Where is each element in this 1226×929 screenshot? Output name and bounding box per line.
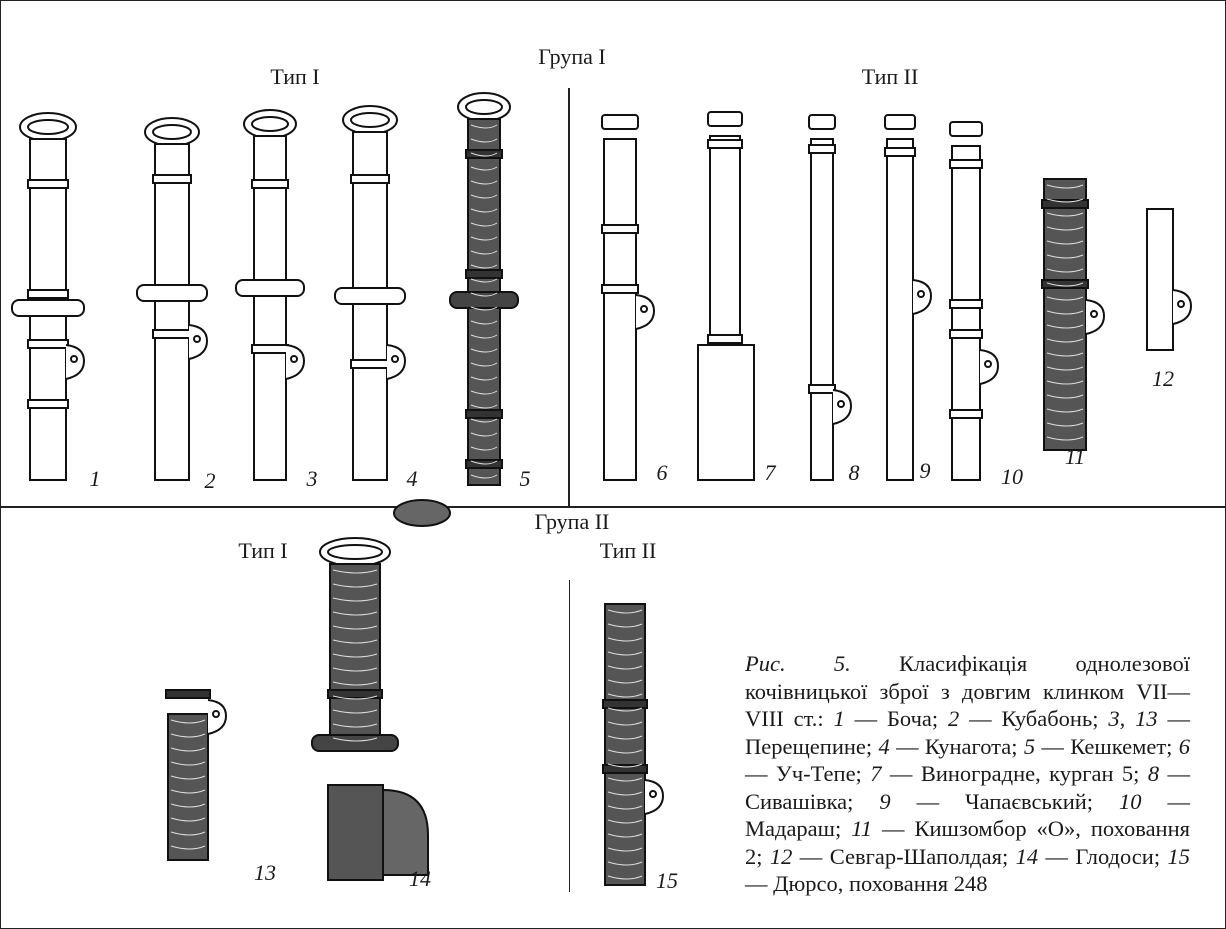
caption-item-place: — Кунагота;: [889, 733, 1024, 759]
caption-item: 9 — Чапаєвський;: [879, 789, 1119, 814]
caption-item: 14 — Глодоси;: [1016, 844, 1168, 869]
figure-number: 13: [254, 860, 276, 885]
sword-1: [11, 112, 86, 481]
caption-item: 5 — Кешкемет;: [1024, 734, 1179, 759]
group2-title: Група II: [534, 509, 610, 534]
figure-number: 9: [919, 458, 931, 483]
scabbard-14: [327, 784, 384, 881]
figure-number: 5: [519, 466, 531, 491]
sword-9: [884, 114, 933, 481]
type-divider-group2: [569, 580, 570, 892]
caption-item-place: — Кишзомбор «О», поховання 2;: [745, 816, 1190, 869]
caption-item: 11 — Кишзомбор «О», поховання 2;: [745, 816, 1190, 869]
scabbard-7: [697, 344, 755, 481]
figure-number: 15: [656, 868, 678, 893]
caption-item: 8 — Сивашівка;: [745, 761, 1190, 814]
sword-15: [602, 603, 665, 886]
caption-item-number: 5: [1023, 733, 1036, 759]
sword-6: [601, 114, 656, 481]
caption-item-place: — Чапаєвський;: [890, 788, 1120, 814]
figure-number: 4: [406, 466, 418, 491]
caption-item-place: — Сивашівка;: [745, 761, 1191, 814]
caption-item-number: 11: [851, 816, 873, 841]
type-divider-group1: [568, 88, 570, 506]
caption-item: 15 — Дюрсо, поховання 248: [745, 844, 1190, 897]
group-divider: [0, 506, 1226, 508]
figure-number: 8: [848, 460, 860, 485]
caption-item-place: — Виноградне, курган 5;: [881, 761, 1148, 786]
caption-item-number: 10: [1119, 788, 1142, 814]
caption-item: 12 — Севгар-Шаполдая;: [770, 844, 1016, 869]
caption-item-number: 3, 13: [1108, 706, 1158, 731]
scabbard-mount-14: [382, 788, 429, 876]
caption-item-place: — Мадараш;: [745, 788, 1190, 842]
sword-8: [808, 114, 853, 481]
group2-type2-label: Тип II: [599, 538, 657, 563]
figure-number: 2: [204, 468, 216, 493]
caption-item-place: — Уч-Тепе;: [745, 761, 871, 786]
caption-item: 4 — Кунагота;: [879, 734, 1024, 759]
group2-type1-label: Тип I: [238, 538, 288, 563]
sword-12: [1146, 208, 1193, 351]
caption-item-number: 15: [1167, 843, 1191, 869]
sword-2: [136, 117, 209, 481]
figure-number: 3: [306, 466, 318, 491]
caption-item-number: 14: [1015, 843, 1039, 869]
caption-item-number: 7: [870, 761, 882, 786]
sword-4: [334, 105, 407, 481]
caption-item: 10 — Мадараш;: [745, 789, 1190, 842]
caption-item-number: 6: [1178, 733, 1190, 759]
figure-number: 10: [1001, 464, 1023, 489]
figure-number: 7: [764, 460, 776, 485]
figure-caption: Рис. 5. Класифікація однолезової кочівни…: [745, 650, 1190, 898]
sword-11: [1041, 178, 1106, 451]
caption-item-number: 12: [769, 843, 793, 869]
sword-5: [449, 92, 519, 486]
sword-14: [311, 537, 399, 752]
figure-number: 11: [1064, 444, 1086, 469]
caption-item-place: — Кешкемет;: [1035, 733, 1179, 759]
group1-title: Група I: [538, 44, 606, 69]
caption-item-place: — Перещепине;: [745, 706, 1191, 759]
caption-item-place: — Кубабонь;: [959, 706, 1109, 731]
caption-item-place: — Дюрсо, поховання 248: [745, 871, 988, 896]
caption-item-number: 1: [833, 706, 845, 731]
figure-number: 12: [1152, 366, 1174, 391]
caption-fig-label: Рис. 5.: [745, 651, 851, 676]
figure-number: 1: [89, 466, 101, 491]
caption-item-number: 4: [878, 733, 890, 759]
caption-item-number: 9: [879, 788, 891, 814]
caption-item: 1 — Боча;: [834, 706, 949, 731]
sword-13: [165, 689, 228, 861]
sword-10: [949, 121, 1000, 481]
group1-type1-label: Тип I: [270, 64, 320, 89]
caption-text: Класифікація однолезової кочівницької зб…: [745, 651, 1190, 731]
figure-number: 6: [656, 460, 668, 485]
caption-item: 6 — Уч-Тепе;: [745, 734, 1190, 787]
group1-type2-label: Тип II: [861, 64, 919, 89]
fitting-14: [393, 499, 451, 527]
sword-3: [235, 109, 306, 481]
caption-item-number: 8: [1147, 761, 1160, 786]
figure-number: 14: [409, 866, 431, 891]
caption-item-place: — Боча;: [844, 706, 949, 731]
caption-item-place: — Севгар-Шаполдая;: [792, 843, 1016, 869]
caption-item-number: 2: [948, 706, 960, 731]
caption-item-place: — Глодоси;: [1038, 843, 1168, 869]
caption-item: 3, 13 — Перещепине;: [745, 706, 1190, 759]
caption-item: 2 — Кубабонь;: [948, 706, 1108, 731]
caption-item: 7 — Виноградне, курган 5;: [870, 761, 1148, 786]
